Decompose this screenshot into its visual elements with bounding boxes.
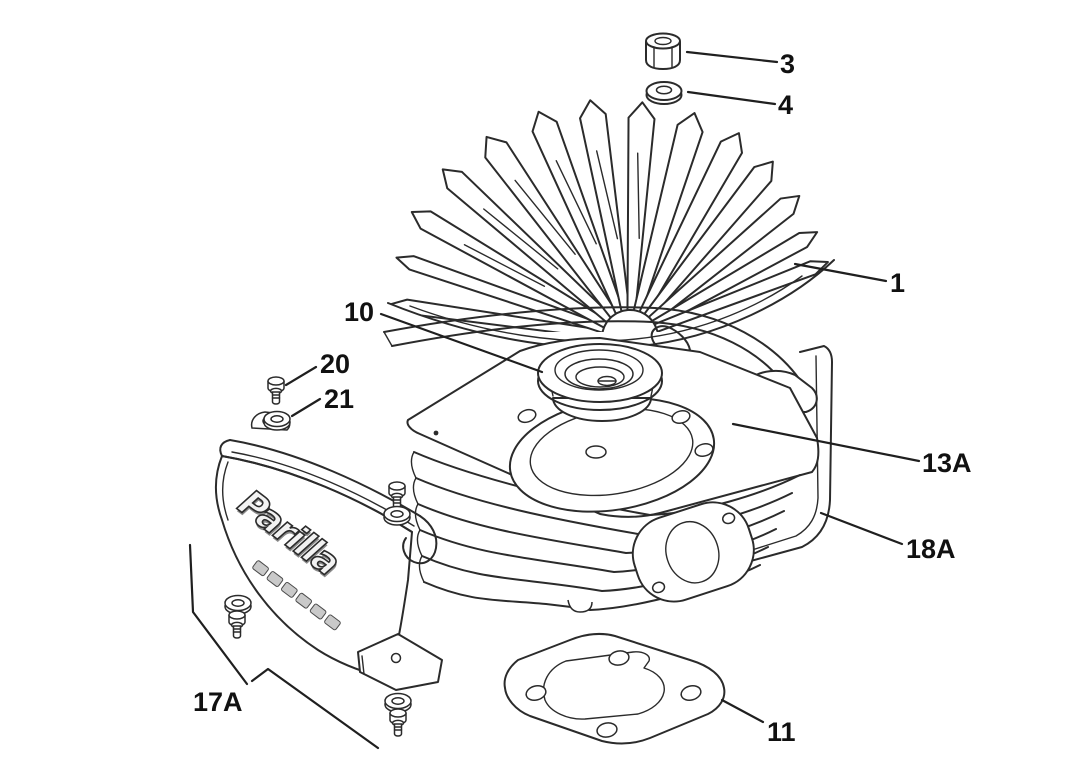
shield-screw-bottom xyxy=(389,708,407,737)
bracket-line-17a-left xyxy=(188,543,249,686)
embossed-texture xyxy=(252,560,341,631)
cylinder-barrel xyxy=(406,337,820,613)
shield-screw-left xyxy=(228,610,246,639)
leader-line-1 xyxy=(793,262,888,283)
part-label-20: 20 xyxy=(320,349,350,379)
leader-line-10 xyxy=(379,312,544,374)
shield-mounting-foot xyxy=(357,633,443,691)
base-gasket xyxy=(503,632,726,745)
part-label-17a: 17A xyxy=(193,687,243,717)
part-label-11: 11 xyxy=(767,717,796,747)
part-label-1: 1 xyxy=(890,268,905,298)
part-label-4: 4 xyxy=(778,90,793,120)
part-label-21: 21 xyxy=(324,384,354,414)
head-fin xyxy=(389,99,829,340)
side-cowl-bracket xyxy=(746,345,833,563)
leader-line-4 xyxy=(686,90,777,106)
part-label-18a: 18A xyxy=(906,534,956,564)
leader-line-3 xyxy=(685,50,779,64)
shield-edge-curl xyxy=(402,515,438,565)
part-label-13a: 13A xyxy=(922,448,972,478)
hex-nut-part3 xyxy=(645,32,681,70)
finned-cylinder-head xyxy=(387,99,835,354)
fin-bottom-tab xyxy=(567,599,593,613)
leader-line-20 xyxy=(284,365,318,387)
leader-line-13a xyxy=(731,422,921,463)
exhaust-port-flange xyxy=(631,501,755,603)
washer-part4 xyxy=(645,81,683,105)
washer-part21 xyxy=(263,410,291,431)
bracket-line-17a-right xyxy=(250,667,380,750)
leader-line-18a xyxy=(819,511,904,546)
screw-part20 xyxy=(267,376,285,405)
heat-shield-cowl: Parilla Parilla xyxy=(215,411,443,691)
part-label-3: 3 xyxy=(780,49,795,79)
gasket-center-cutout xyxy=(542,651,665,720)
part-label-10: 10 xyxy=(344,297,374,327)
leader-line-21 xyxy=(290,397,322,418)
shield-washer-upper xyxy=(383,505,411,526)
bore-spigot-rings xyxy=(537,343,663,422)
leader-line-11 xyxy=(720,698,765,724)
